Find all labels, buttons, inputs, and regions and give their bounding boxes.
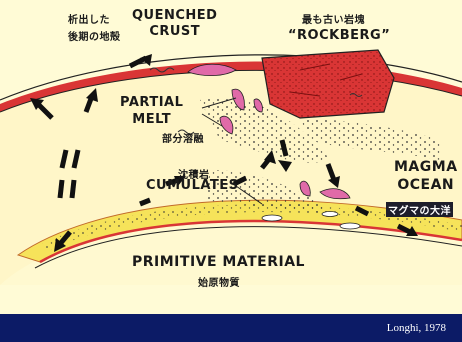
quenched-crust-jp-label: 析出した 後期の地殻 (68, 12, 121, 46)
cumulates-en-label: CUMULATES (146, 178, 239, 193)
magma-ocean-en-label: MAGMA OCEAN (394, 158, 458, 194)
primitive-material-jp-label: 始原物質 (198, 274, 240, 289)
rockberg-block (262, 50, 394, 118)
rockberg-en-label: “ROCKBERG” (288, 28, 390, 43)
quenched-crust-en-label: QUENCHED CRUST (132, 8, 217, 40)
partial-melt-jp-label: 部分溶融 (162, 130, 204, 145)
footer-bar: Longhi, 1978 (0, 314, 462, 342)
primitive-material-en-label: PRIMITIVE MATERIAL (132, 254, 305, 270)
source-credit: Longhi, 1978 (387, 322, 446, 334)
magma-ocean-jp-label: マグマの大洋 (386, 202, 453, 217)
partial-melt-en-label: PARTIAL MELT (120, 94, 183, 128)
rockberg-jp-label: 最も古い岩塊 (302, 11, 365, 26)
